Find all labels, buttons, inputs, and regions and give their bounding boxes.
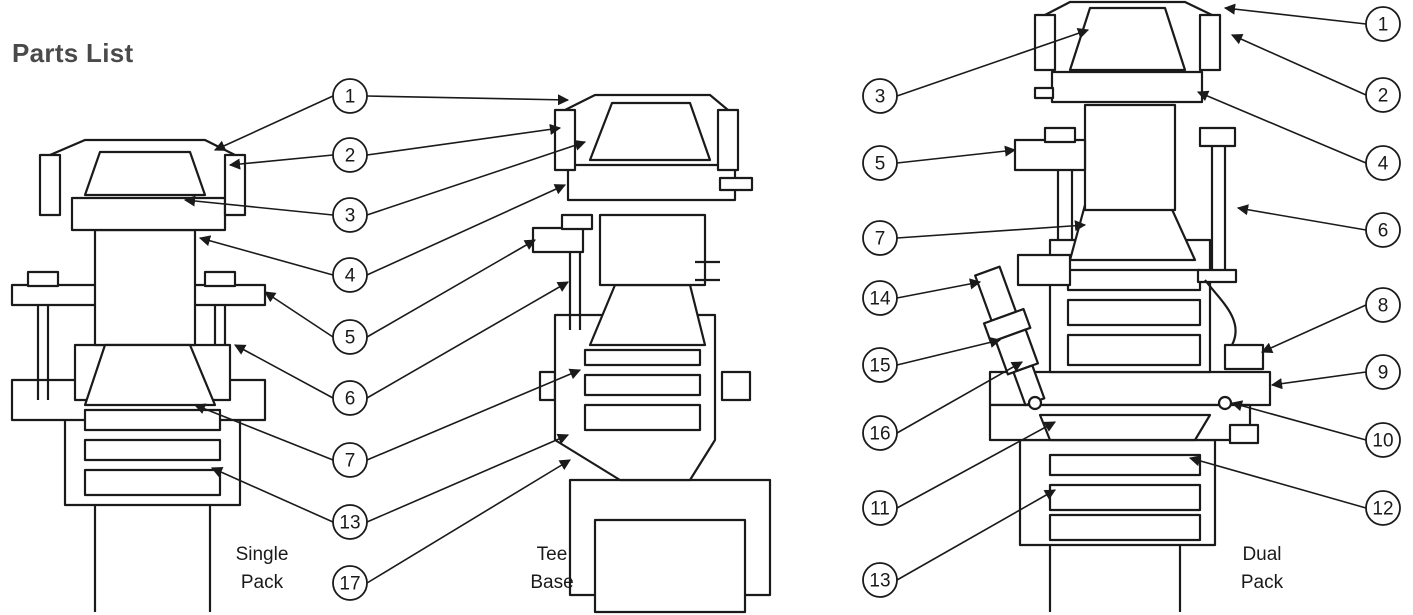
callout-7-label: 7 [345,451,356,472]
callout-13-label: 13 [339,513,360,534]
callout-4-label: 4 [345,266,356,287]
callout-dual-3 [862,78,898,114]
callout-dual-13 [862,562,898,598]
callout-dual-9 [1365,354,1401,390]
callout-13 [332,504,368,540]
callout-1 [332,78,368,114]
tee-base-label-line2: Base [530,572,573,593]
callout-dual-11 [862,490,898,526]
dual-pack-valve: Dual Pack [974,0,1284,612]
callout-dual-15-label: 15 [869,356,890,377]
callout-dual-2 [1365,77,1401,113]
callout-dual-4 [1365,145,1401,181]
callout-dual-16 [862,415,898,451]
dual-pack-label-line1: Dual [1242,544,1281,565]
center-callouts: 1 2 3 4 5 6 7 13 17 [183,78,587,601]
callout-dual-1 [1365,6,1401,42]
callout-dual-7-label: 7 [875,229,886,250]
callout-dual-5-label: 5 [875,154,886,175]
callout-1-label: 1 [345,87,356,108]
callout-dual-4-label: 4 [1378,154,1389,175]
single-pack-valve: Single Pack [10,138,289,612]
callout-dual-7 [862,220,898,256]
tee-base-label-line1: Tee [537,544,568,565]
dual-left-callouts: 3 5 7 14 15 16 11 13 [862,27,1090,598]
callout-7 [332,442,368,478]
callout-dual-11-label: 11 [870,499,890,520]
callout-dual-15 [862,347,898,383]
callout-dual-2-label: 2 [1378,86,1389,107]
single-pack-label-line1: Single [236,544,289,565]
callout-5 [332,319,368,355]
callout-dual-5 [862,145,898,181]
callout-17-label: 17 [339,574,360,595]
callout-6-label: 6 [345,389,356,410]
callout-dual-16-label: 16 [869,424,890,445]
callout-dual-12 [1365,490,1401,526]
callout-dual-12-label: 12 [1372,499,1393,520]
callout-2 [332,137,368,173]
dual-right-callouts: 1 2 4 6 8 9 10 12 [1188,3,1401,526]
callout-dual-10 [1365,422,1401,458]
callout-dual-14 [862,280,898,316]
callout-dual-9-label: 9 [1378,363,1389,384]
callout-dual-13-label: 13 [869,571,890,592]
callout-3-label: 3 [345,206,356,227]
callout-17 [332,565,368,601]
callout-dual-6-label: 6 [1378,221,1389,242]
callout-dual-8 [1365,287,1401,323]
tee-base-valve: Tee Base [530,93,772,614]
callout-dual-14-label: 14 [869,289,891,310]
callout-5-label: 5 [345,328,356,349]
callout-dual-8-label: 8 [1378,296,1389,317]
page-title: Parts List [12,38,134,68]
callout-dual-10-label: 10 [1372,431,1393,452]
callout-dual-6 [1365,212,1401,248]
callout-4 [332,257,368,293]
callout-2-label: 2 [345,146,356,167]
callout-6 [332,380,368,416]
single-pack-label-line2: Pack [241,572,284,593]
dual-pack-label-line2: Pack [1241,572,1284,593]
callout-dual-3-label: 3 [875,87,886,108]
callout-dual-1-label: 1 [1378,15,1389,36]
callout-3 [332,197,368,233]
